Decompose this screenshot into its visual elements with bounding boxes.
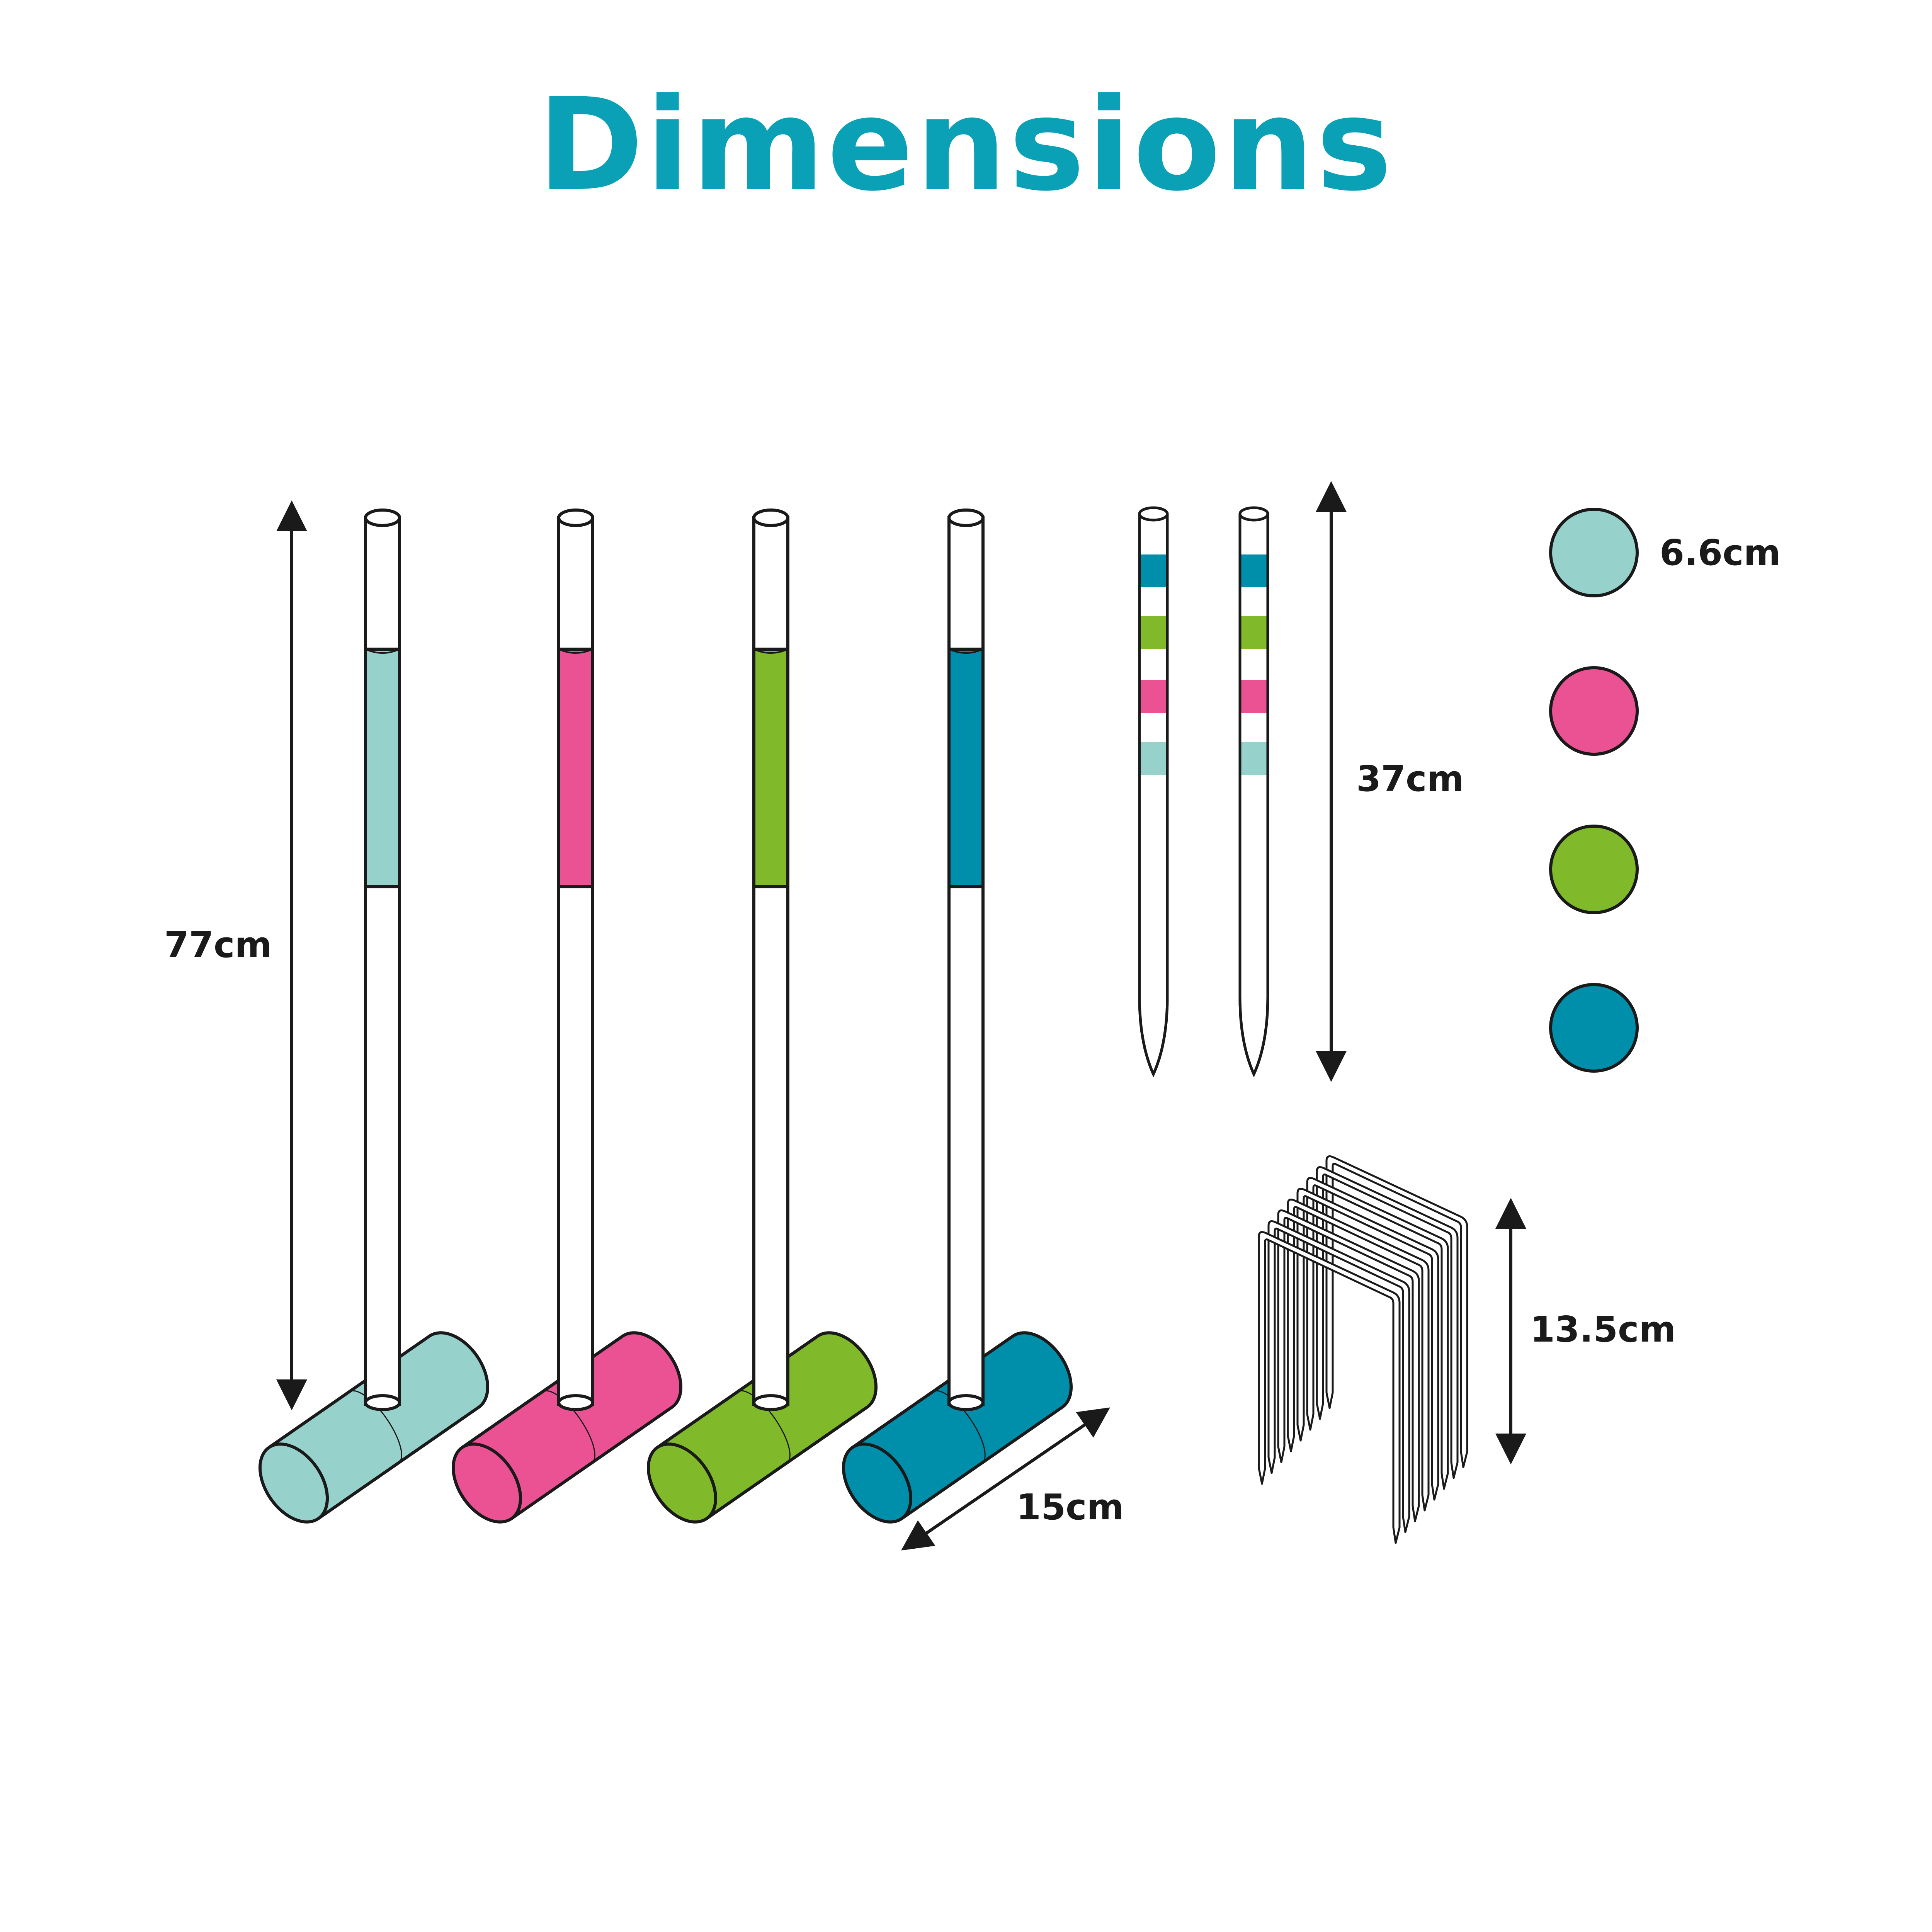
- mallets-group: [258, 509, 1073, 1524]
- mallet-head-end: [646, 1442, 718, 1524]
- stake-stripe-teal_light: [1240, 742, 1268, 775]
- stake-stripe-pink: [1139, 680, 1167, 713]
- mallet-1: [258, 509, 489, 1524]
- stake-body: [1138, 512, 1169, 1076]
- hoop-6: [1306, 1177, 1449, 1490]
- stake-outline: [1238, 514, 1269, 1078]
- mallet-head-body: [267, 1331, 489, 1520]
- mallet-3: [646, 509, 878, 1524]
- stake-height-label: 37cm: [1356, 758, 1464, 799]
- hoop-7: [1316, 1166, 1459, 1479]
- hoop-8: [1325, 1155, 1468, 1468]
- mallet-grip: [364, 648, 401, 888]
- mallet-head-body: [656, 1331, 878, 1520]
- stakes-group: [1138, 506, 1269, 1078]
- mallet-head: [842, 1331, 1073, 1524]
- mallet-shaft-cap: [752, 509, 789, 527]
- mallet-shaft-socket: [557, 1394, 594, 1411]
- mallet-2: [451, 509, 682, 1524]
- stake-cap: [1238, 506, 1269, 522]
- stake-stripe-green: [1240, 616, 1268, 649]
- balls-group: [1549, 508, 1639, 1073]
- mallet-grip-edge: [949, 648, 983, 654]
- stake-cap: [1138, 506, 1169, 522]
- hoop-1: [1258, 1231, 1401, 1544]
- mallet-grip: [752, 648, 789, 888]
- mallet-grip-edge: [558, 648, 593, 654]
- mallet-shaft-cap: [364, 509, 401, 527]
- hoop-2: [1267, 1220, 1410, 1533]
- mallet-head-end: [451, 1442, 522, 1524]
- hoop-height-label: 13.5cm: [1530, 1309, 1676, 1350]
- mallet-head-body: [461, 1331, 682, 1520]
- stake-2: [1238, 506, 1269, 1078]
- hoop-5: [1296, 1187, 1439, 1501]
- ball-teal_light: [1549, 508, 1639, 597]
- mallet-grip: [947, 648, 985, 888]
- ball-green: [1549, 825, 1639, 914]
- mallet-shaft-socket: [947, 1394, 985, 1411]
- mallet-shaft-socket: [364, 1394, 401, 1411]
- mallet-head: [646, 1331, 878, 1524]
- mallet-height-label: 77cm: [164, 924, 272, 966]
- stake-stripe-blue: [1139, 554, 1167, 587]
- mallet-head-seam: [349, 1390, 402, 1464]
- stake-stripe-teal_light: [1139, 742, 1167, 775]
- mallet-head-end: [842, 1442, 913, 1524]
- hoop-3: [1277, 1209, 1420, 1522]
- mallet-grip: [557, 648, 594, 888]
- page-title: Dimensions: [537, 71, 1395, 219]
- stake-stripe-blue: [1240, 554, 1268, 587]
- hoops-group: [1258, 1155, 1468, 1544]
- mallet-head-seam: [932, 1390, 986, 1464]
- mallet-4: [842, 509, 1073, 1524]
- mallet-shaft-cap: [557, 509, 594, 527]
- mallet-head-arrow: [901, 1407, 1111, 1551]
- mallet-shaft-cap: [947, 509, 985, 527]
- ball-blue: [1549, 983, 1639, 1073]
- ball-diameter-label: 6.6cm: [1660, 532, 1781, 573]
- mallet-head-body: [851, 1331, 1073, 1520]
- mallet-grip-edge: [753, 648, 788, 654]
- ball-pink: [1549, 666, 1639, 756]
- mallet-head-length-label: 15cm: [1016, 1486, 1124, 1528]
- mallet-head-seam: [737, 1390, 791, 1464]
- mallet-grip-edge: [365, 648, 400, 654]
- mallet-head: [451, 1331, 682, 1524]
- mallet-head-seam: [542, 1390, 595, 1464]
- dimension-arrows: [276, 481, 1526, 1551]
- stake-stripe-green: [1139, 616, 1167, 649]
- mallet-head-end: [258, 1442, 329, 1524]
- stake-outline: [1138, 514, 1169, 1078]
- stake-body: [1238, 512, 1269, 1076]
- hoop-4: [1287, 1198, 1430, 1512]
- stake-stripe-pink: [1240, 680, 1268, 713]
- mallet-head: [258, 1331, 489, 1524]
- stake-1: [1138, 506, 1169, 1078]
- mallet-shaft-socket: [752, 1394, 789, 1411]
